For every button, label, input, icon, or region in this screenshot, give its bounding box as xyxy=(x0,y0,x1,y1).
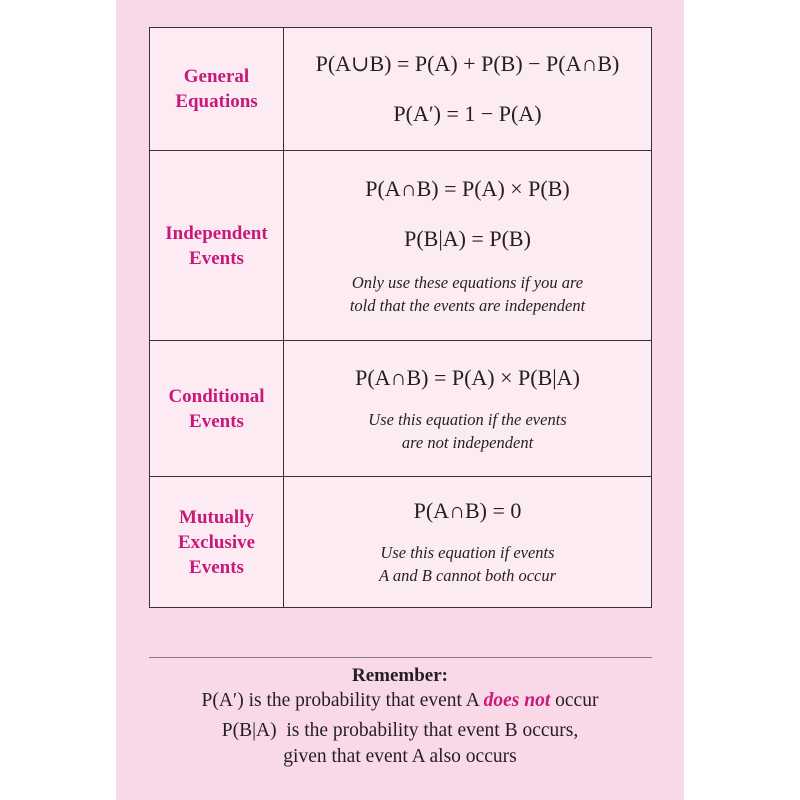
label-line: Independent xyxy=(165,222,268,244)
table-row-mutually-exclusive: Mutually Exclusive Events P(A∩B) = 0 Use… xyxy=(150,476,651,607)
note-line: Use this equation if the events xyxy=(368,409,567,429)
note-independent: Only use these equations if you are told… xyxy=(350,271,585,317)
note-mutually-exclusive: Use this equation if events A and B cann… xyxy=(379,541,556,587)
label-line: Exclusive xyxy=(177,531,256,553)
remember-title: Remember: xyxy=(351,665,448,686)
note-line: A and B cannot both occur xyxy=(378,566,557,585)
remember-box: Remember: P(A′) is the probability that … xyxy=(116,664,684,770)
note-conditional: Use this equation if the events are not … xyxy=(368,408,566,454)
complement-notation: P(A′) xyxy=(201,690,244,711)
row-label-mutually-exclusive-events: Mutually Exclusive Events xyxy=(150,477,284,607)
complement-text: is the probability that event A xyxy=(243,690,484,711)
row-content-general: P(A∪B) = P(A) + P(B) − P(A∩B) P(A′) = 1 … xyxy=(284,28,651,150)
equation-conditional: P(A∩B) = P(A) × P(B|A) xyxy=(355,364,580,390)
label-line: Events xyxy=(189,410,244,432)
probability-equations-table: General Equations P(A∪B) = P(A) + P(B) −… xyxy=(149,27,652,608)
row-content-independent: P(A∩B) = P(A) × P(B) P(B|A) = P(B) Only … xyxy=(284,151,651,340)
remember-line-conditional: P(B|A) is the probability that event B o… xyxy=(116,718,684,744)
note-line: Use this equation if events xyxy=(380,543,555,562)
equation-mutually-exclusive: P(A∩B) = 0 xyxy=(413,498,522,523)
note-line: Only use these equations if you are xyxy=(351,272,584,292)
complement-suffix: occur xyxy=(550,690,599,711)
conditional-notation: P(B|A) xyxy=(221,720,277,741)
table-row-general: General Equations P(A∪B) = P(A) + P(B) −… xyxy=(150,28,651,150)
remember-line-conditional-cont: given that event A also occurs xyxy=(283,746,517,767)
row-content-conditional: P(A∩B) = P(A) × P(B|A) Use this equation… xyxy=(284,341,651,476)
emphasis-does-not: does not xyxy=(483,690,551,711)
remember-line-complement: P(A′) is the probability that event A do… xyxy=(116,688,684,714)
row-label-general-equations: General Equations xyxy=(150,28,284,150)
note-line: told that the events are independent xyxy=(349,295,586,315)
label-line: Events xyxy=(189,247,244,269)
equation-union: P(A∪B) = P(A) + P(B) − P(A∩B) xyxy=(315,51,620,76)
conditional-text: is the probability that event B occurs, xyxy=(276,720,579,741)
row-label-independent-events: Independent Events xyxy=(150,151,284,340)
table-row-independent: Independent Events P(A∩B) = P(A) × P(B) … xyxy=(150,150,651,340)
table-row-conditional: Conditional Events P(A∩B) = P(A) × P(B|A… xyxy=(150,340,651,476)
label-line: Equations xyxy=(175,91,258,112)
row-label-conditional-events: Conditional Events xyxy=(150,341,284,476)
note-line: are not independent xyxy=(401,432,534,452)
equation-independent-intersection: P(A∩B) = P(A) × P(B) xyxy=(365,175,570,201)
equation-complement: P(A′) = 1 − P(A) xyxy=(393,101,542,126)
label-line: Mutually xyxy=(179,506,254,528)
equation-independent-conditional: P(B|A) = P(B) xyxy=(404,225,531,251)
row-content-mutually-exclusive: P(A∩B) = 0 Use this equation if events A… xyxy=(284,477,651,607)
label-line: General xyxy=(183,66,250,87)
label-line: Conditional xyxy=(168,385,265,407)
section-divider xyxy=(149,657,652,658)
label-line: Events xyxy=(189,556,244,578)
